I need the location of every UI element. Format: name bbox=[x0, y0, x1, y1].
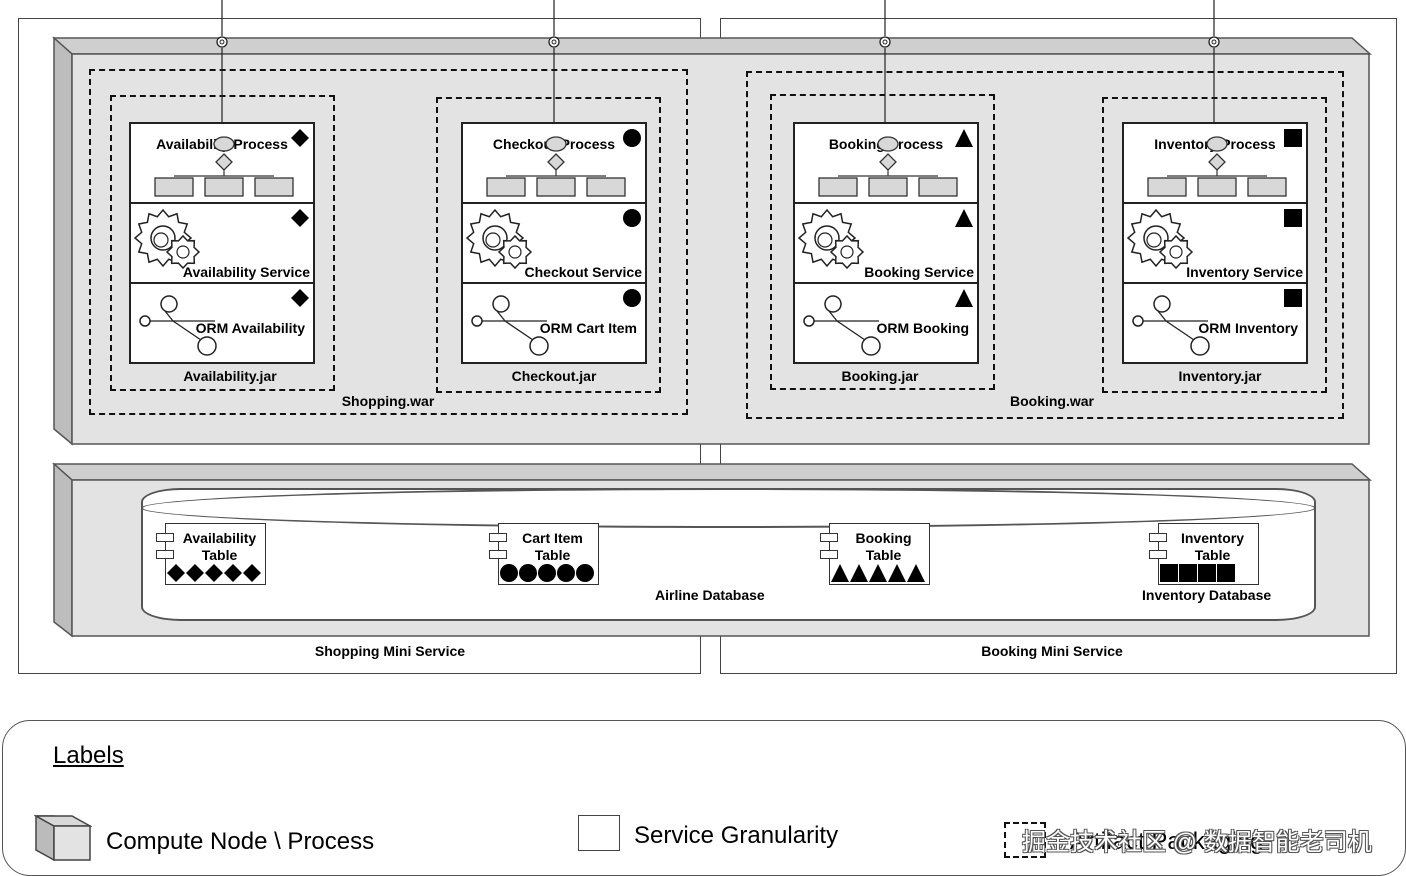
gear-icon bbox=[463, 208, 539, 277]
service-card: Booking Process Booking Service ORM Bo bbox=[793, 122, 979, 364]
checkout-jar-label: Checkout.jar bbox=[511, 368, 597, 384]
inventory-database-label: Inventory Database bbox=[1142, 587, 1272, 603]
component-tab-icon bbox=[1149, 550, 1167, 559]
service-endpoint-connector bbox=[877, 0, 893, 138]
component-tab-icon bbox=[820, 533, 838, 542]
booking-jar-label: Booking.jar bbox=[841, 368, 919, 384]
triangle-symbol-row-icon bbox=[831, 564, 925, 582]
gear-icon bbox=[1124, 208, 1200, 277]
shopping-mini-service-label: Shopping Mini Service bbox=[314, 643, 466, 659]
component-tab-icon bbox=[156, 533, 174, 542]
watermark: 掘金技术社区 @ 数据智能老司机 bbox=[1022, 829, 1372, 856]
orm-row: ORM Availability bbox=[131, 284, 313, 364]
booking-war-box bbox=[746, 71, 1344, 419]
service-endpoint-connector bbox=[546, 0, 562, 138]
orm-row: ORM Inventory bbox=[1124, 284, 1306, 364]
compute-node-icon bbox=[34, 814, 92, 862]
circle-symbol-icon bbox=[623, 289, 641, 307]
service-row: Availability Service bbox=[131, 204, 313, 284]
process-row: Booking Process bbox=[795, 124, 977, 204]
square-symbol-icon bbox=[1284, 289, 1302, 307]
legend-service-granularity-label: Service Granularity bbox=[634, 822, 839, 849]
diamond-symbol-icon bbox=[291, 289, 309, 307]
component-tab-icon bbox=[156, 550, 174, 559]
booking-war-label: Booking.war bbox=[1009, 393, 1094, 409]
table-name-suffix: Table bbox=[534, 547, 571, 563]
checkout-jar-box bbox=[436, 97, 661, 393]
process-flow-icon bbox=[486, 136, 626, 197]
database-table-component: Availability Table bbox=[156, 523, 266, 585]
circle-symbol-icon bbox=[623, 129, 641, 147]
service-endpoint-connector bbox=[214, 0, 230, 138]
diamond-symbol-icon bbox=[291, 129, 309, 147]
booking-jar-box bbox=[770, 94, 995, 390]
service-label: Booking Service bbox=[864, 264, 974, 280]
process-row: Inventory Process bbox=[1124, 124, 1306, 204]
service-label: Inventory Service bbox=[1186, 264, 1303, 280]
process-flow-icon bbox=[154, 136, 294, 197]
orm-row: ORM Cart Item bbox=[463, 284, 645, 364]
component-tab-icon bbox=[1149, 533, 1167, 542]
component-tab-icon bbox=[489, 550, 507, 559]
square-symbol-icon bbox=[1284, 129, 1302, 147]
service-row: Inventory Service bbox=[1124, 204, 1306, 284]
service-endpoint-connector bbox=[1206, 0, 1222, 138]
table-name: Availability bbox=[182, 530, 257, 546]
table-name: Cart Item bbox=[522, 530, 583, 546]
airline-database-cylinder-top bbox=[141, 488, 1316, 528]
service-row: Booking Service bbox=[795, 204, 977, 284]
legend-artifact-packaging-label: Artifact Packaging bbox=[1070, 828, 1264, 855]
table-name-suffix: Table bbox=[865, 547, 902, 563]
airline-database-label: Airline Database bbox=[655, 587, 765, 603]
triangle-symbol-icon bbox=[955, 209, 973, 227]
process-row: Availability Process bbox=[131, 124, 313, 204]
legend-compute-node-label: Compute Node \ Process bbox=[106, 828, 375, 855]
circle-symbol-icon bbox=[623, 209, 641, 227]
database-table-component: Booking Table bbox=[820, 523, 930, 585]
orm-mapping-icon bbox=[139, 295, 217, 356]
orm-label: ORM Cart Item bbox=[539, 320, 637, 336]
service-row: Checkout Service bbox=[463, 204, 645, 284]
process-row: Checkout Process bbox=[463, 124, 645, 204]
component-tab-icon bbox=[489, 533, 507, 542]
triangle-symbol-icon bbox=[955, 129, 973, 147]
service-card: Inventory Process Inventory Service OR bbox=[1122, 122, 1308, 364]
gear-icon bbox=[131, 208, 207, 277]
shopping-war-label: Shopping.war bbox=[341, 393, 435, 409]
triangle-symbol-icon bbox=[955, 289, 973, 307]
diamond-symbol-icon bbox=[291, 209, 309, 227]
process-flow-icon bbox=[818, 136, 958, 197]
service-card: Availability Process Availability Servic… bbox=[129, 122, 315, 364]
diamond-symbol-row-icon bbox=[167, 564, 261, 582]
orm-row: ORM Booking bbox=[795, 284, 977, 364]
process-flow-icon bbox=[1147, 136, 1287, 197]
orm-mapping-icon bbox=[1132, 295, 1210, 356]
orm-mapping-icon bbox=[803, 295, 881, 356]
component-tab-icon bbox=[820, 550, 838, 559]
availability-jar-label: Availability.jar bbox=[183, 368, 277, 384]
shopping-war-box bbox=[89, 69, 688, 415]
orm-label: ORM Availability bbox=[195, 320, 305, 336]
orm-label: ORM Booking bbox=[876, 320, 969, 336]
service-granularity-icon bbox=[578, 815, 620, 851]
table-name: Inventory bbox=[1180, 530, 1244, 546]
table-name: Booking bbox=[855, 530, 912, 546]
service-label: Checkout Service bbox=[524, 264, 643, 280]
square-symbol-row-icon bbox=[1160, 564, 1235, 582]
database-table-component: Inventory Table bbox=[1149, 523, 1259, 585]
orm-mapping-icon bbox=[471, 295, 549, 356]
table-name-suffix: Table bbox=[1194, 547, 1231, 563]
gear-icon bbox=[795, 208, 871, 277]
square-symbol-icon bbox=[1284, 209, 1302, 227]
database-table-component: Cart Item Table bbox=[489, 523, 599, 585]
orm-label: ORM Inventory bbox=[1198, 320, 1298, 336]
inventory-jar-label: Inventory.jar bbox=[1178, 368, 1262, 384]
service-card: Checkout Process Checkout Service ORM bbox=[461, 122, 647, 364]
artifact-packaging-icon bbox=[1004, 822, 1046, 858]
service-label: Availability Service bbox=[182, 264, 310, 280]
table-name-suffix: Table bbox=[201, 547, 238, 563]
legend-title: Labels bbox=[53, 742, 124, 769]
booking-mini-service-label: Booking Mini Service bbox=[981, 643, 1123, 659]
circle-symbol-row-icon bbox=[500, 564, 594, 582]
